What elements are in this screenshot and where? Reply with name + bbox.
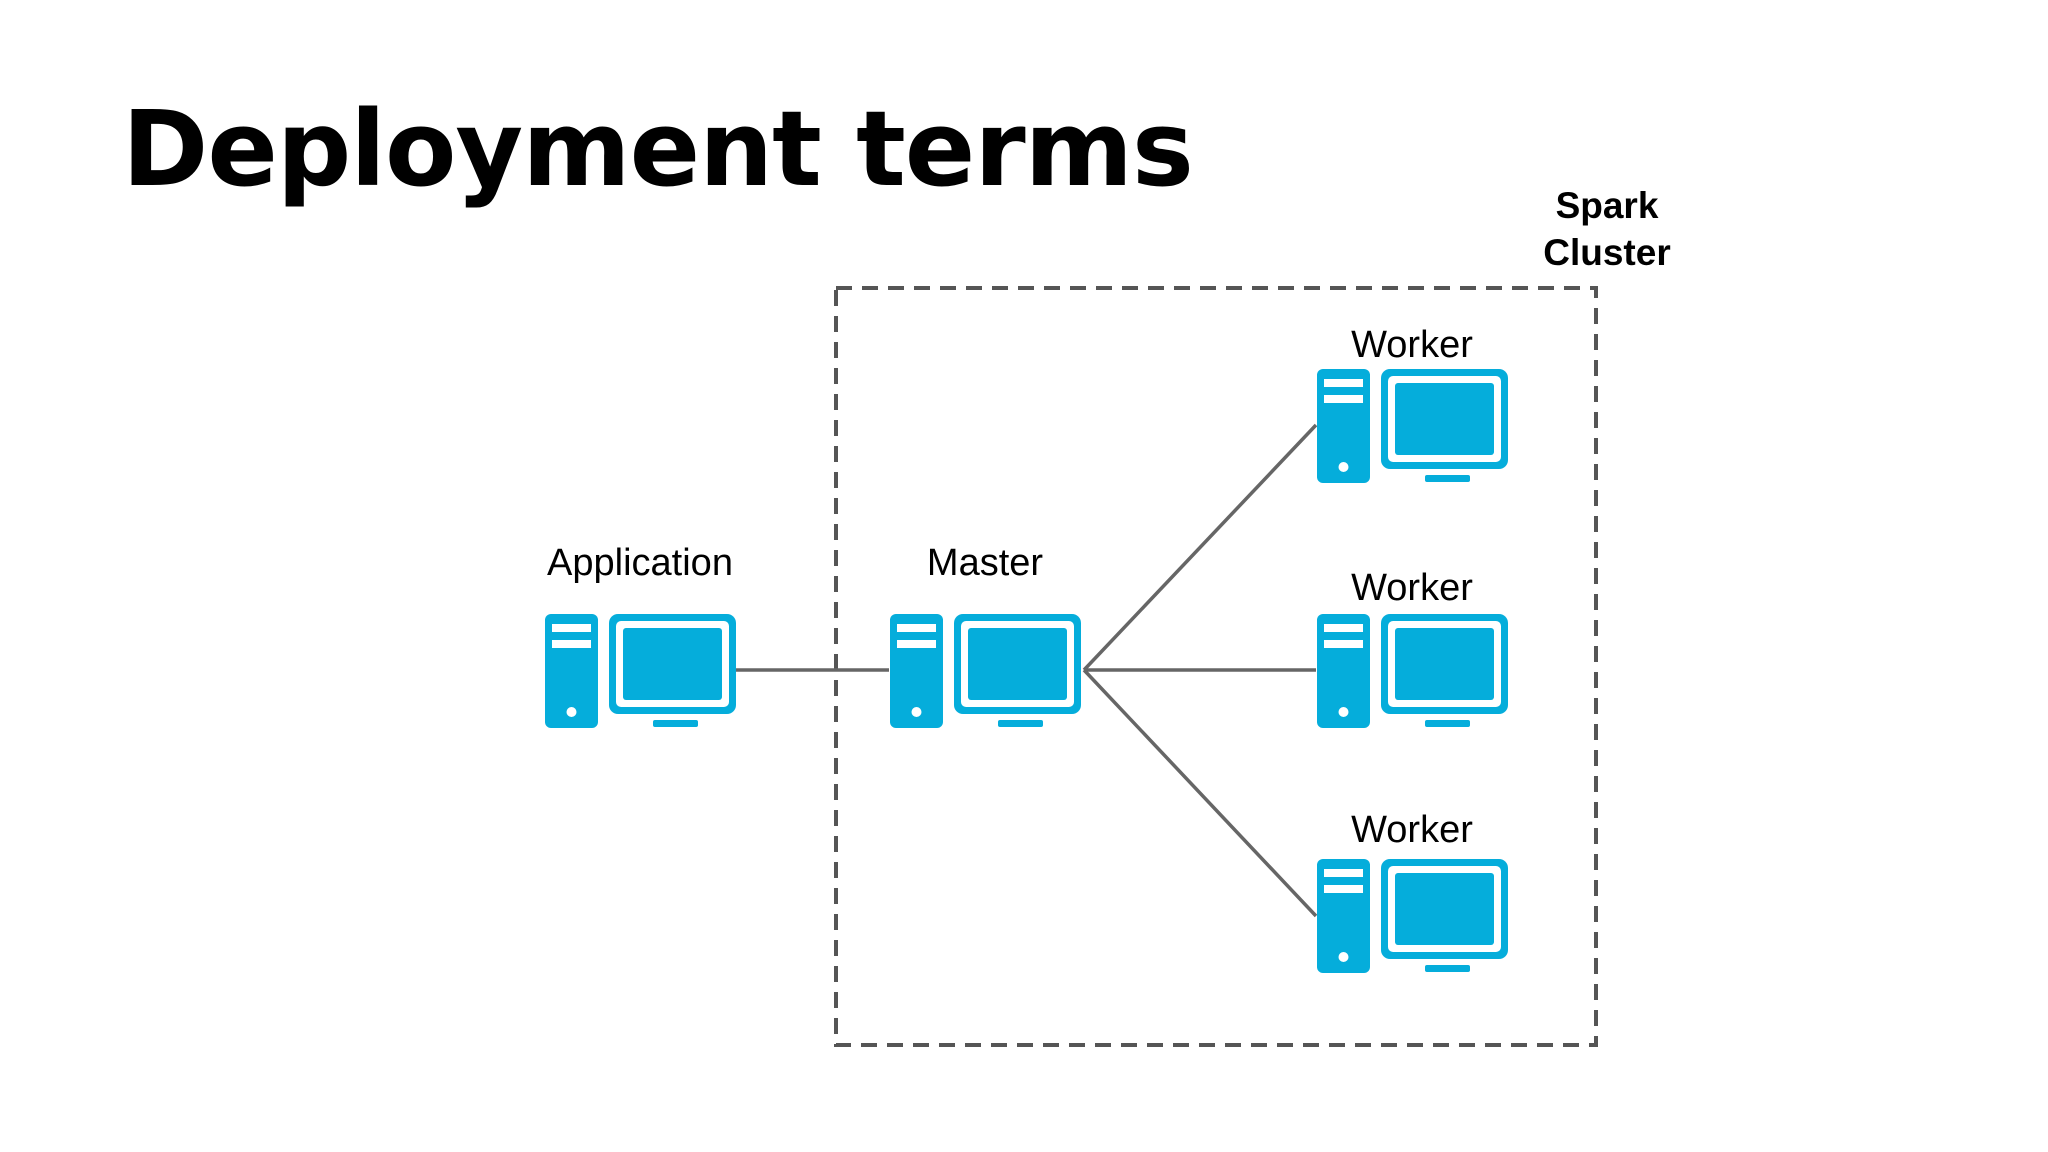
worker-node-3: Worker — [1317, 809, 1508, 973]
desktop-computer-icon — [545, 614, 736, 728]
desktop-computer-icon — [1317, 614, 1508, 728]
desktop-computer-icon — [1317, 369, 1508, 483]
master-node: Master — [890, 542, 1081, 728]
worker-node-2: Worker — [1317, 567, 1508, 728]
desktop-computer-icon — [1317, 859, 1508, 973]
worker-node-1: Worker — [1317, 324, 1508, 483]
desktop-computer-icon — [890, 614, 1081, 728]
page-title: Deployment terms — [122, 88, 1194, 210]
connector-master-worker-3 — [1082, 668, 1318, 918]
master-label: Master — [927, 542, 1043, 584]
worker-label-3: Worker — [1351, 809, 1473, 851]
cluster-label-line1: Spark — [1556, 185, 1659, 226]
worker-label-1: Worker — [1351, 324, 1473, 366]
cluster-label-line2: Cluster — [1543, 232, 1670, 273]
application-node: Application — [545, 542, 736, 728]
application-label: Application — [547, 542, 733, 584]
spark-cluster-boundary — [834, 286, 1598, 1047]
connector-master-worker-1 — [1082, 423, 1318, 672]
worker-label-2: Worker — [1351, 567, 1473, 609]
